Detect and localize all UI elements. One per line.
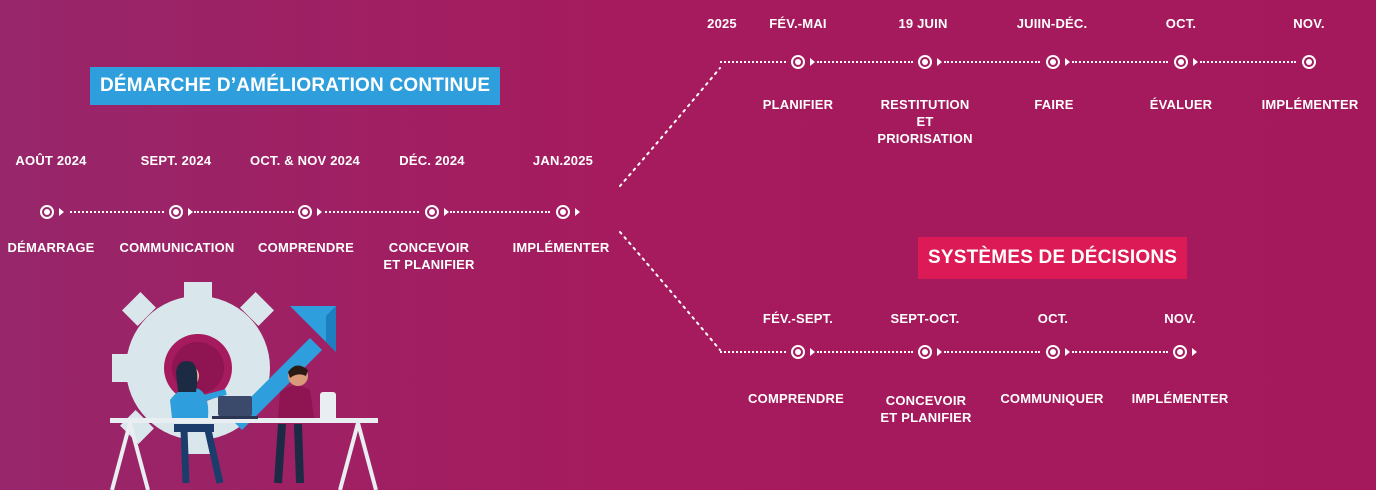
left-step-5: IMPLÉMENTER	[512, 240, 610, 255]
growth-arrow-icon	[230, 306, 336, 430]
left-node-5	[556, 205, 570, 219]
lower-date-2: SEPT-OCT.	[890, 311, 960, 326]
lower-step-4: IMPLÉMENTER	[1131, 391, 1229, 406]
upper-line-2	[944, 61, 1040, 63]
upper-step-5: IMPLÉMENTER	[1261, 97, 1359, 112]
left-line-1	[70, 211, 164, 213]
left-step-2: COMMUNICATION	[119, 240, 235, 255]
lower-date-3: OCT.	[1037, 311, 1069, 326]
laptop-icon	[212, 396, 258, 419]
upper-step-3: FAIRE	[1034, 97, 1074, 112]
lower-step-3: COMMUNIQUER	[1000, 391, 1104, 406]
man-figure-icon	[274, 365, 336, 484]
lower-node-4	[1173, 345, 1187, 359]
left-node-1	[40, 205, 54, 219]
upper-node-3	[1046, 55, 1060, 69]
left-step-3: COMPRENDRE	[258, 240, 354, 255]
upper-year: 2025	[707, 16, 737, 31]
connector-upper	[619, 67, 721, 187]
left-arrow-1	[59, 208, 64, 216]
lower-line-2	[944, 351, 1040, 353]
lower-line-3	[1072, 351, 1168, 353]
lower-node-2	[918, 345, 932, 359]
upper-node-2	[918, 55, 932, 69]
upper-arrow-2	[937, 58, 942, 66]
woman-figure-icon	[170, 361, 227, 484]
lower-node-3	[1046, 345, 1060, 359]
upper-arrow-1	[810, 58, 815, 66]
left-arrow-3	[317, 208, 322, 216]
lower-step-2: CONCEVOIR ET PLANIFIER	[880, 393, 972, 425]
upper-line-4	[1200, 61, 1296, 63]
upper-line-1	[817, 61, 913, 63]
lower-line-1	[817, 351, 913, 353]
upper-date-4: OCT.	[1165, 16, 1197, 31]
left-line-4	[450, 211, 550, 213]
upper-line-3	[1072, 61, 1168, 63]
left-node-3	[298, 205, 312, 219]
teamwork-growth-illustration-icon	[110, 282, 378, 490]
lower-arrow-2	[937, 348, 942, 356]
left-date-1: AOÛT 2024	[15, 153, 87, 168]
left-arrow-4	[444, 208, 449, 216]
decision-systems-title: SYSTÈMES DE DÉCISIONS	[918, 237, 1188, 279]
lower-date-4: NOV.	[1164, 311, 1196, 326]
upper-step-2: RESTITUTION ET PRIORISATION	[877, 97, 973, 146]
upper-step-4: ÉVALUER	[1149, 97, 1213, 112]
upper-step-1: PLANIFIER	[762, 97, 834, 112]
left-line-2	[194, 211, 294, 213]
upper-date-2: 19 JUIN	[898, 16, 948, 31]
lower-step-1: COMPRENDRE	[748, 391, 844, 406]
upper-arrow-4	[1193, 58, 1198, 66]
left-arrow-5	[575, 208, 580, 216]
left-step-1: DÉMARRAGE	[7, 240, 95, 255]
upper-date-3: JUIIN-DÉC.	[1016, 16, 1088, 31]
lower-node-1	[791, 345, 805, 359]
lower-arrow-1	[810, 348, 815, 356]
upper-node-5	[1302, 55, 1316, 69]
lower-arrow-3	[1065, 348, 1070, 356]
desk-icon	[110, 418, 378, 490]
continuous-improvement-title: DÉMARCHE D’AMÉLIORATION CONTINUE	[90, 67, 501, 105]
left-node-2	[169, 205, 183, 219]
upper-node-4	[1174, 55, 1188, 69]
left-date-3: OCT. & NOV 2024	[250, 153, 360, 168]
left-line-3	[325, 211, 419, 213]
lower-date-1: FÉV.-SEPT.	[762, 311, 834, 326]
lower-line-0	[720, 351, 786, 353]
upper-date-1: FÉV.-MAI	[769, 16, 827, 31]
upper-date-5: NOV.	[1293, 16, 1325, 31]
left-step-4: CONCEVOIR ET PLANIFIER	[383, 240, 475, 272]
lower-arrow-4	[1192, 348, 1197, 356]
upper-line-0	[720, 61, 786, 63]
left-arrow-2	[188, 208, 193, 216]
left-node-4	[425, 205, 439, 219]
left-date-4: DÉC. 2024	[399, 153, 465, 168]
upper-node-1	[791, 55, 805, 69]
upper-arrow-3	[1065, 58, 1070, 66]
connector-lower	[619, 231, 721, 351]
left-date-5: JAN.2025	[532, 153, 594, 168]
left-date-2: SEPT. 2024	[140, 153, 212, 168]
